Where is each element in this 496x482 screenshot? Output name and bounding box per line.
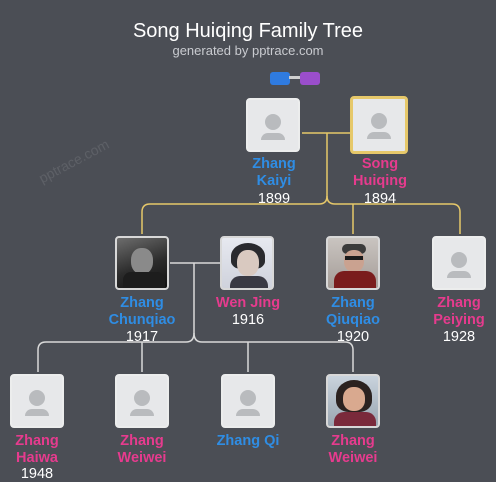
avatar-body	[261, 133, 285, 140]
person-name-line1: Zhang	[120, 433, 164, 449]
avatar-body	[25, 409, 49, 416]
photo-clothes	[230, 276, 268, 288]
descent-line-gen1-right	[326, 195, 461, 234]
avatar-body	[367, 132, 391, 139]
avatar-placeholder-icon[interactable]	[432, 236, 486, 290]
person-name-line2: Huiqing	[353, 173, 407, 189]
descent-line-gen1	[141, 133, 328, 234]
avatar-body	[236, 409, 260, 416]
photo-glasses	[345, 256, 363, 260]
glasses-left-lens	[270, 72, 290, 85]
person-name-line2: Kaiyi	[256, 173, 292, 189]
avatar-head	[451, 252, 467, 268]
avatar-placeholder-icon[interactable]	[350, 96, 408, 154]
glasses-icon[interactable]	[270, 72, 324, 88]
person-name-line2: Weiwei	[328, 450, 378, 466]
person-name-line1: Zhang	[15, 433, 59, 449]
avatar-head	[240, 390, 256, 406]
person-birth-year: 1948	[20, 466, 54, 482]
photo-face	[344, 250, 364, 272]
avatar-head	[265, 114, 281, 130]
person-name-line1: Zhang Qi	[216, 433, 280, 449]
person-name-line1: Zhang	[437, 295, 481, 311]
person-birth-year: 1916	[231, 312, 265, 328]
person-name-line1: Zhang	[120, 295, 164, 311]
page-title: Song Huiqing Family Tree	[132, 20, 364, 42]
person-birth-year: 1920	[336, 329, 370, 345]
photo-clothes	[334, 412, 376, 426]
descent-line-gen2-right	[193, 332, 354, 372]
person-name-line2: Peiying	[433, 312, 485, 328]
glasses-right-lens	[300, 72, 320, 85]
person-birth-year: 1899	[257, 191, 291, 207]
glasses-bridge	[289, 76, 301, 79]
photo-face	[343, 387, 365, 411]
avatar-head	[29, 390, 45, 406]
avatar-body	[130, 409, 154, 416]
person-name-line1: Wen Jing	[215, 295, 281, 311]
avatar-body	[447, 271, 471, 278]
photo-clothes	[123, 272, 165, 288]
photo-face	[131, 248, 153, 274]
person-photo[interactable]	[326, 236, 380, 290]
page-subtitle: generated by pptrace.com	[172, 43, 324, 58]
photo-face	[237, 250, 259, 276]
person-photo[interactable]	[220, 236, 274, 290]
person-name-line2: Weiwei	[117, 450, 167, 466]
person-name-line1: Zhang	[252, 156, 296, 172]
avatar-placeholder-icon[interactable]	[246, 98, 300, 152]
person-name-line2: Chunqiao	[108, 312, 176, 328]
photo-clothes	[334, 271, 376, 288]
person-photo[interactable]	[115, 236, 169, 290]
person-name-line1: Zhang	[331, 295, 375, 311]
descent-line-gen2	[37, 263, 195, 372]
person-name-line2: Haiwa	[16, 450, 58, 466]
avatar-placeholder-icon[interactable]	[221, 374, 275, 428]
person-birth-year: 1894	[363, 191, 397, 207]
person-birth-year: 1917	[125, 329, 159, 345]
person-name-line1: Zhang	[331, 433, 375, 449]
avatar-placeholder-icon[interactable]	[115, 374, 169, 428]
photo-hair	[342, 244, 366, 254]
person-name-line1: Song	[361, 156, 399, 172]
person-photo[interactable]	[326, 374, 380, 428]
person-birth-year: 1928	[442, 329, 476, 345]
avatar-placeholder-icon[interactable]	[10, 374, 64, 428]
avatar-head	[134, 390, 150, 406]
avatar-head	[371, 113, 387, 129]
person-name-line2: Qiuqiao	[326, 312, 380, 328]
